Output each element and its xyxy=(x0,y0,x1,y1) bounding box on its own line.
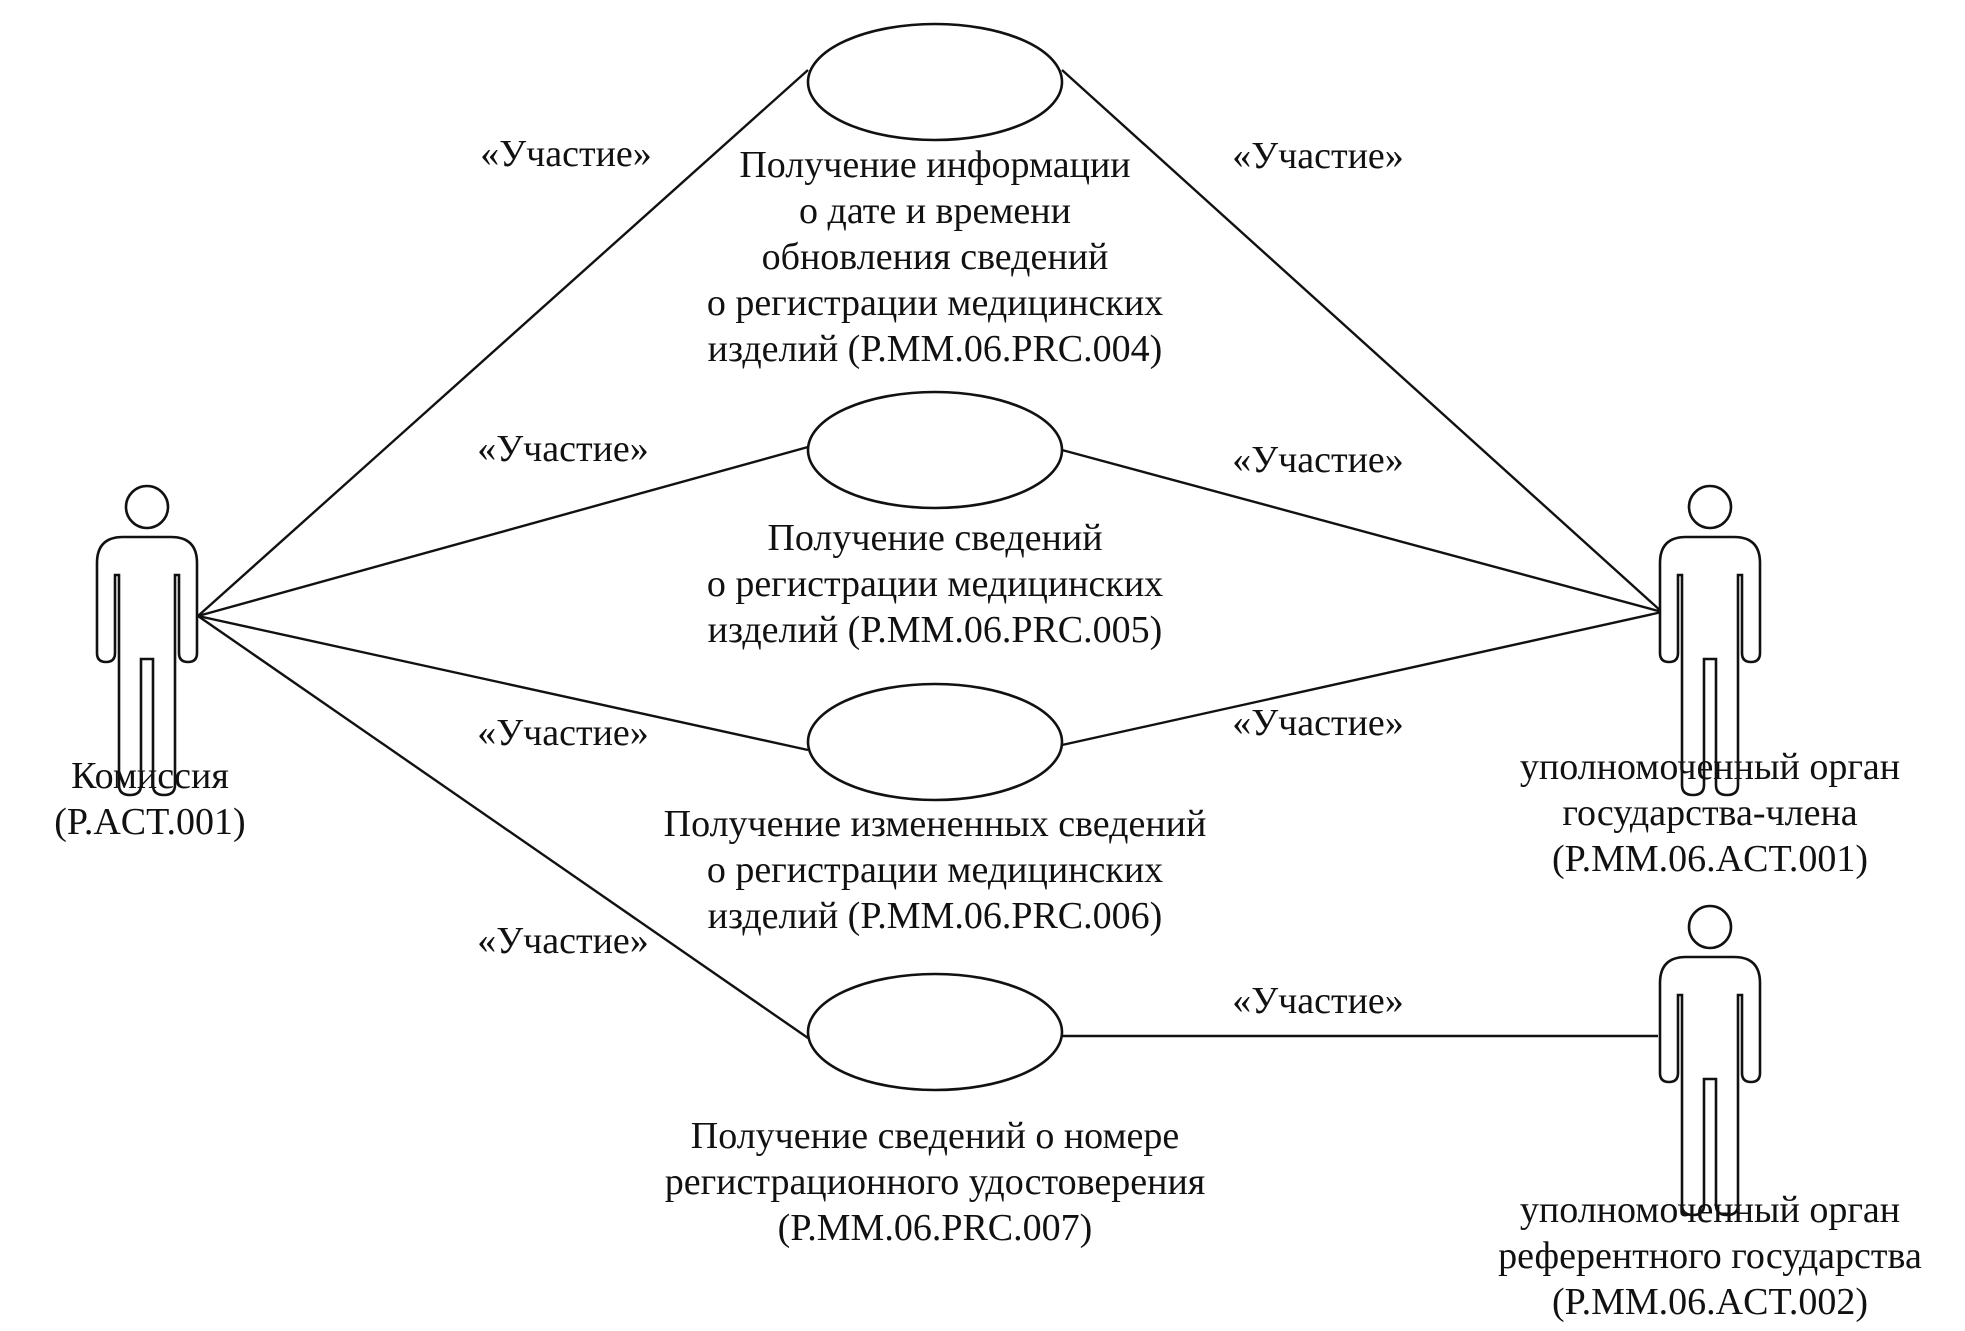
association-lines xyxy=(197,69,1663,1039)
association-commission-prc004 xyxy=(197,69,809,617)
stereotype-label-prc007-reference-state: «Участие» xyxy=(1232,980,1404,1022)
use-case-prc007-label-line-2: регистрационного удостоверения xyxy=(665,1161,1206,1203)
actor-reference-state-label-line-3: (P.MM.06.ACT.002) xyxy=(1552,1281,1868,1323)
use-case-prc005[interactable] xyxy=(806,390,1064,510)
stereotype-label-commission-prc005: «Участие» xyxy=(477,428,649,470)
actor-member-state-label-line-3: (P.MM.06.ACT.001) xyxy=(1552,838,1868,880)
actor-commission-label-line-2: (P.ACT.001) xyxy=(54,801,245,843)
use-case-prc007-label-line-3: (P.MM.06.PRC.007) xyxy=(778,1207,1093,1249)
association-prc004-member-state xyxy=(1061,69,1663,613)
use-case-prc005-label-line-3: изделий (P.MM.06.PRC.005) xyxy=(708,609,1163,651)
association-prc005-member-state xyxy=(1061,448,1663,614)
diagram-shapes xyxy=(95,22,1762,1217)
stereotype-label-commission-prc006: «Участие» xyxy=(477,712,649,754)
association-commission-prc006 xyxy=(197,614,809,752)
actor-member-state-label-line-1: уполномоченный орган xyxy=(1520,746,1900,788)
actor-member-state-label-line-2: государства-члена xyxy=(1562,792,1857,834)
commission-body xyxy=(95,535,199,797)
stereotype-label-commission-prc004: «Участие» xyxy=(480,133,652,175)
use-case-prc005-label-line-2: о регистрации медицинских xyxy=(707,563,1163,605)
commission-head xyxy=(124,484,170,530)
use-case-prc006-label-line-1: Получение измененных сведений xyxy=(664,803,1207,845)
use-case-prc006-label-line-2: о регистрации медицинских xyxy=(707,849,1163,891)
stereotype-label-commission-prc007: «Участие» xyxy=(477,920,649,962)
use-case-prc006[interactable] xyxy=(806,682,1064,802)
use-case-prc006-label-line-3: изделий (P.MM.06.PRC.006) xyxy=(708,895,1163,937)
use-case-prc007-label-line-1: Получение сведений о номере xyxy=(691,1115,1179,1157)
actor-reference-state-label-line-2: референтного государства xyxy=(1498,1235,1922,1277)
use-case-prc007[interactable] xyxy=(806,972,1064,1092)
association-prc006-member-state xyxy=(1061,610,1663,747)
member-state-actor-icon[interactable] xyxy=(1658,484,1762,797)
reference-state-actor-icon[interactable] xyxy=(1658,904,1762,1217)
member-state-body xyxy=(1658,535,1762,797)
use-case-prc004-label-line-3: обновления сведений xyxy=(762,236,1109,278)
use-case-prc005-label-line-1: Получение сведений xyxy=(767,517,1102,559)
commission-actor-icon[interactable] xyxy=(95,484,199,797)
association-commission-prc007 xyxy=(197,615,809,1039)
use-case-prc004-label-line-4: о регистрации медицинских xyxy=(707,282,1163,324)
use-case-prc004-label-line-2: о дате и времени xyxy=(799,190,1071,232)
reference-state-body xyxy=(1658,955,1762,1217)
stereotype-label-prc006-member-state: «Участие» xyxy=(1232,702,1404,744)
use-case-prc004[interactable] xyxy=(806,22,1064,142)
association-commission-prc005 xyxy=(197,445,809,618)
use-case-prc004-label-line-1: Получение информации xyxy=(739,144,1130,186)
actor-reference-state-label-line-1: уполномоченный орган xyxy=(1520,1189,1900,1231)
actor-commission-label-line-1: Комиссия xyxy=(71,755,229,797)
use-case-prc004-label-line-5: изделий (P.MM.06.PRC.004) xyxy=(708,328,1163,370)
stereotype-label-prc005-member-state: «Участие» xyxy=(1232,439,1404,481)
reference-state-head xyxy=(1687,904,1733,950)
stereotype-label-prc004-member-state: «Участие» xyxy=(1232,135,1404,177)
member-state-head xyxy=(1687,484,1733,530)
diagram-labels: «Участие» «Участие» «Участие» «Участие» «Уча… xyxy=(54,133,1922,1323)
